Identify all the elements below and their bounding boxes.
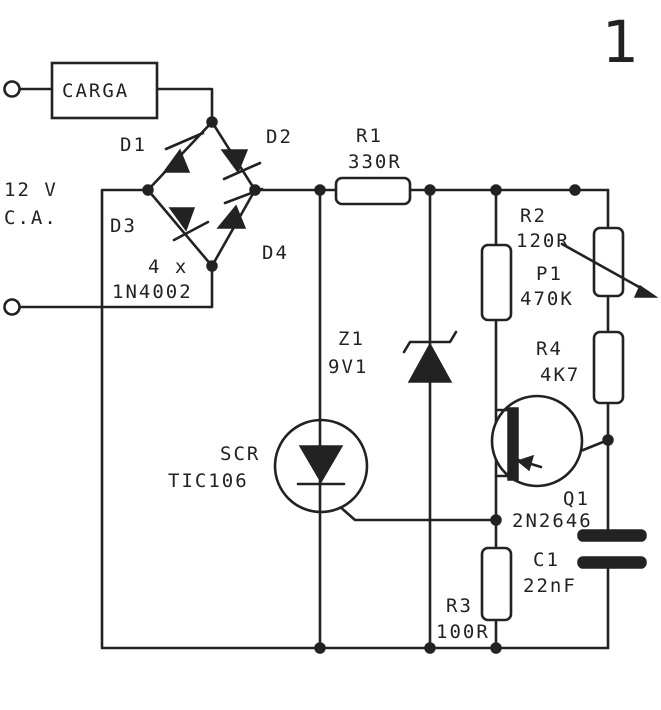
r2-name-label: R2 — [520, 205, 547, 227]
resistor-r3 — [480, 546, 513, 622]
diode-qty-label: 4 x — [148, 256, 188, 278]
z1-name-label: Z1 — [338, 328, 365, 350]
input-terminal-top — [3, 80, 21, 98]
d3-label: D3 — [110, 215, 137, 237]
diode-d3 — [168, 207, 210, 242]
zener-z1 — [402, 330, 458, 383]
r3-value-label: 100R — [436, 621, 490, 643]
supply-voltage-label: 12 V — [4, 179, 58, 201]
c1-value-label: 22nF — [523, 575, 577, 597]
potentiometer-p1 — [560, 226, 659, 298]
scr-value-label: TIC106 — [168, 470, 249, 492]
scr-thyristor — [273, 418, 369, 514]
supply-type-label: C.A. — [4, 207, 58, 229]
q1-value-label: 2N2646 — [512, 510, 593, 532]
resistor-r2 — [480, 243, 513, 322]
c1-name-label: C1 — [533, 549, 560, 571]
junction-dots — [142, 116, 614, 654]
p1-value-label: 470K — [520, 288, 574, 310]
diode-d1 — [162, 131, 205, 173]
diode-type-label: 1N4002 — [112, 281, 193, 303]
capacitor-c1 — [577, 529, 647, 569]
q1-name-label: Q1 — [563, 488, 590, 510]
d4-label: D4 — [262, 242, 289, 264]
r4-name-label: R4 — [536, 338, 563, 360]
figure-number: 1 — [602, 8, 639, 76]
input-terminal-bottom — [3, 298, 21, 316]
d1-label: D1 — [120, 134, 147, 156]
diode-d2 — [220, 149, 262, 181]
p1-name-label: P1 — [536, 263, 563, 285]
r2-value-label: 120R — [516, 230, 570, 252]
z1-value-label: 9V1 — [328, 356, 368, 378]
r3-name-label: R3 — [446, 595, 473, 617]
scr-name-label: SCR — [220, 443, 260, 465]
resistor-r4 — [592, 330, 625, 405]
r1-name-label: R1 — [356, 125, 383, 147]
r4-value-label: 4K7 — [540, 364, 580, 386]
resistor-r1 — [334, 176, 412, 206]
r1-value-label: 330R — [348, 151, 402, 173]
transistor-q1 — [490, 394, 584, 488]
load-box — [50, 61, 159, 120]
wiring — [18, 87, 610, 650]
load-label: CARGA — [62, 80, 129, 102]
d2-label: D2 — [266, 126, 293, 148]
